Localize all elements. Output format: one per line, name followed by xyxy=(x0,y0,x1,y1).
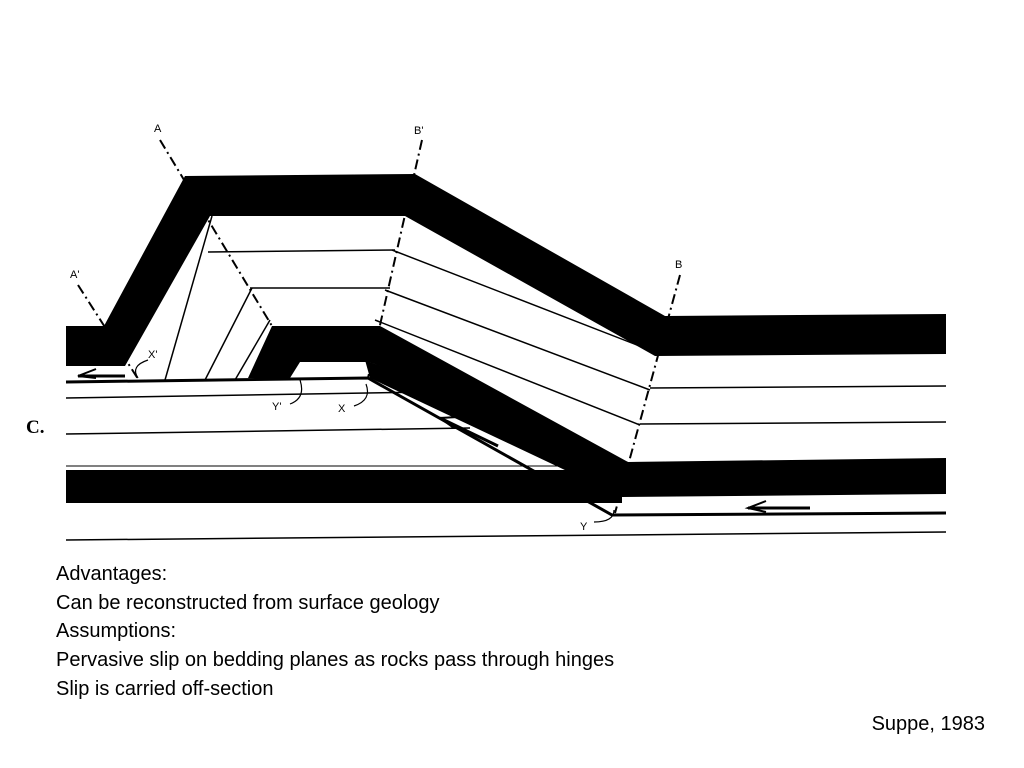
right-slip-arrowhead xyxy=(744,500,767,513)
label-A: A xyxy=(154,123,162,135)
label-B-prime: B' xyxy=(414,125,423,137)
axial-surface-A xyxy=(159,139,273,327)
assumption-item: Slip is carried off-section xyxy=(56,677,274,700)
advantage-item: Can be reconstructed from surface geolog… xyxy=(56,591,440,614)
left-slip-arrowhead xyxy=(77,368,97,379)
x-prime-leader xyxy=(135,359,149,379)
flat-layer-line-1 xyxy=(649,385,947,389)
ramp-slip-arrowhead xyxy=(437,416,459,429)
assumption-item: Pervasive slip on bedding planes as rock… xyxy=(56,649,615,672)
axial-surface-A-prime xyxy=(77,284,141,383)
hangingwall-ramp-black-bed xyxy=(365,360,946,497)
panel-label: C. xyxy=(26,417,44,438)
y-leader xyxy=(593,509,615,523)
anticline-core-black-bed xyxy=(248,326,628,470)
left-limb-line-3 xyxy=(164,215,213,381)
footwall-line-2 xyxy=(65,427,471,435)
left-limb-line-4 xyxy=(204,287,253,381)
axial-surface-B-prime xyxy=(367,139,423,379)
axial-surface-B xyxy=(614,274,681,514)
ramp-layer-line-3 xyxy=(374,319,641,426)
label-Y-prime: Y' xyxy=(272,401,281,413)
footwall-line-1 xyxy=(65,391,429,399)
notes-block: Advantages: Can be reconstructed from su… xyxy=(56,560,614,704)
flat-layer-line-2 xyxy=(639,421,947,425)
label-A-prime: A' xyxy=(70,269,79,281)
fault-bend-fold-diagram: A A' B' B X' Y' X Y C. xyxy=(26,123,947,541)
thrust-fault xyxy=(65,376,947,517)
footwall-black-bed xyxy=(66,470,622,503)
assumptions-heading: Assumptions: xyxy=(56,620,177,643)
y-prime-leader xyxy=(289,379,303,405)
left-limb-line-1 xyxy=(207,249,396,253)
label-Y: Y xyxy=(580,521,588,533)
label-X: X xyxy=(338,403,346,415)
ramp-layer-line-1 xyxy=(384,289,651,391)
x-leader xyxy=(353,383,369,407)
ramp-layer-line-2 xyxy=(391,249,656,353)
citation: Suppe, 1983 xyxy=(871,713,985,735)
footwall-base-line xyxy=(65,531,947,541)
ramp-slip-arrow xyxy=(439,416,499,448)
label-B: B xyxy=(675,259,682,271)
advantages-heading: Advantages: xyxy=(56,563,168,585)
label-X-prime: X' xyxy=(148,349,157,361)
left-limb-line-5 xyxy=(234,319,271,381)
hangingwall-upper-black-bed xyxy=(66,174,946,366)
